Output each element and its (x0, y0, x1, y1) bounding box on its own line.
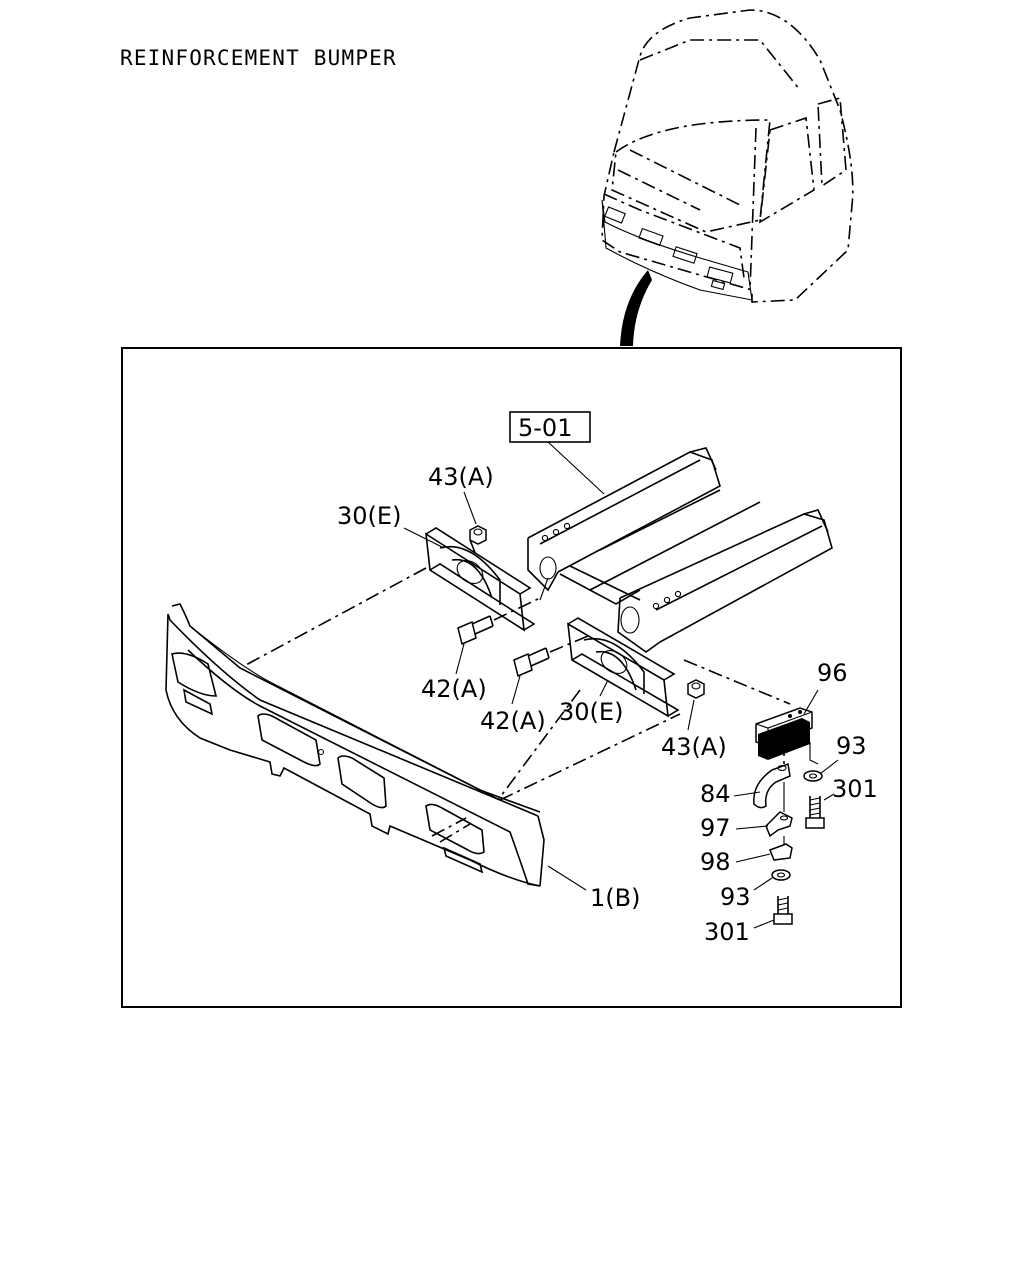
callout-30e-lower: 30(E) (559, 698, 623, 726)
callout-43a-lower: 43(A) (661, 733, 727, 761)
callout-301-upper: 301 (832, 775, 878, 803)
leader-lines (403, 491, 839, 929)
plate-97 (765, 782, 793, 838)
callout-301-lower: 301 (704, 918, 750, 946)
callout-42a-left: 42(A) (421, 675, 487, 703)
washer-93-lower (771, 869, 791, 881)
callout-43a-upper: 43(A) (428, 463, 494, 491)
nut-43a-upper (469, 525, 487, 545)
screw-301-lower (773, 896, 793, 925)
bumper-1b (165, 603, 545, 887)
bracket-30e-upper (425, 527, 536, 632)
callout-98: 98 (700, 848, 731, 876)
nut-43a-lower (687, 679, 705, 699)
callout-42a-right: 42(A) (480, 707, 546, 735)
bolt-42a-left (457, 597, 541, 646)
callout-97: 97 (700, 814, 731, 842)
callout-84: 84 (700, 780, 731, 808)
bracket-30e-lower (567, 617, 680, 718)
stopper-96 (755, 707, 813, 760)
screw-301-upper (805, 796, 825, 829)
detail-arrow-icon (620, 270, 652, 346)
detail-frame (121, 347, 902, 1008)
chassis-frame (527, 447, 833, 653)
callout-1b: 1(B) (590, 884, 640, 912)
reference-box-label: 5-01 (518, 414, 572, 442)
bolt-42a-right (513, 635, 589, 678)
washer-93-upper (803, 770, 823, 782)
reference-box (509, 411, 591, 443)
callout-93-lower: 93 (720, 883, 751, 911)
callout-96: 96 (817, 659, 848, 687)
truck-cab-overview (601, 9, 854, 346)
callout-30e-upper: 30(E) (337, 502, 401, 530)
hook-84 (753, 742, 819, 809)
page-title: REINFORCEMENT BUMPER (120, 46, 397, 70)
callout-93-upper: 93 (836, 732, 867, 760)
plate-98 (769, 836, 793, 861)
